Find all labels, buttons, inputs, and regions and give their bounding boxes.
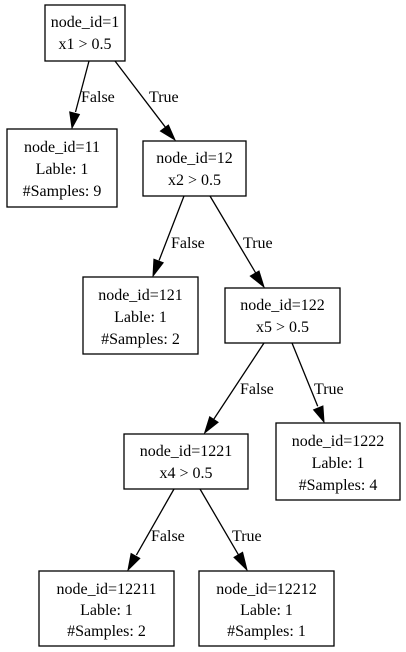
node-box <box>275 422 401 501</box>
edge-1-to-12: True <box>114 60 179 142</box>
edge-122-to-1222: True <box>291 342 344 424</box>
node-12211: node_id=12211 Lable: 1 #Samples: 2 <box>38 570 175 647</box>
node-1: node_id=1 x1 > 0.5 <box>44 4 126 62</box>
node-line: node_id=1222 <box>292 433 385 450</box>
node-12212: node_id=12212 Lable: 1 #Samples: 1 <box>198 570 335 647</box>
node-121: node_id=121 Lable: 1 #Samples: 2 <box>82 276 199 355</box>
edge-line <box>114 60 166 128</box>
node-line: node_id=122 <box>240 297 325 314</box>
edge-line <box>199 488 240 556</box>
node-line: node_id=1221 <box>140 443 233 460</box>
edge-label-false: False <box>240 381 274 398</box>
node-1222: node_id=1222 Lable: 1 #Samples: 4 <box>275 422 401 501</box>
node-box <box>44 4 126 62</box>
node-line: #Samples: 2 <box>101 331 180 348</box>
node-box <box>224 287 341 344</box>
edge-1221-to-12212: True <box>199 488 262 572</box>
arrowhead <box>312 405 325 424</box>
edge-12-to-122: True <box>209 195 273 289</box>
edge-label-true: True <box>232 528 262 545</box>
edge-line <box>209 195 257 274</box>
node-line: Lable: 1 <box>36 161 89 178</box>
node-box <box>123 433 249 490</box>
node-line: Lable: 1 <box>114 309 167 326</box>
node-line: node_id=1 <box>51 14 120 31</box>
edge-label-false: False <box>81 89 115 106</box>
node-box <box>38 570 175 647</box>
node-line: #Samples: 1 <box>227 623 306 640</box>
node-line: x2 > 0.5 <box>168 172 221 189</box>
node-line: x4 > 0.5 <box>159 465 212 482</box>
edge-122-to-1221: False <box>203 342 274 435</box>
node-line: Lable: 1 <box>80 602 133 619</box>
node-line: node_id=12211 <box>57 581 157 598</box>
node-box <box>142 140 247 197</box>
node-line: node_id=121 <box>98 287 183 304</box>
edge-label-true: True <box>314 381 344 398</box>
edge-12-to-121: False <box>152 195 205 278</box>
node-line: node_id=12212 <box>216 581 317 598</box>
edge-label-true: True <box>149 89 179 106</box>
node-line: node_id=11 <box>24 139 100 156</box>
arrowhead <box>127 552 141 572</box>
edge-label-false: False <box>151 528 185 545</box>
node-line: #Samples: 2 <box>67 623 146 640</box>
node-line: Lable: 1 <box>240 602 293 619</box>
node-line: #Samples: 9 <box>23 183 102 200</box>
node-1221: node_id=1221 x4 > 0.5 <box>123 433 249 490</box>
edge-line <box>135 488 175 556</box>
edge-1221-to-12211: False <box>127 488 185 572</box>
edge-label-false: False <box>171 235 205 252</box>
arrowhead <box>159 124 177 142</box>
node-line: Lable: 1 <box>312 455 365 472</box>
arrowhead <box>152 258 165 278</box>
edge-label-true: True <box>243 235 273 252</box>
node-box <box>198 570 335 647</box>
edge-1-to-11: False <box>69 60 115 130</box>
arrowhead <box>69 111 81 130</box>
node-box <box>6 128 118 208</box>
node-line: x1 > 0.5 <box>58 36 111 53</box>
node-122: node_id=122 x5 > 0.5 <box>224 287 341 344</box>
edge-line <box>212 342 265 420</box>
node-line: node_id=12 <box>156 150 233 167</box>
edge-line <box>291 342 319 407</box>
edge-line <box>74 60 90 113</box>
arrowhead <box>233 551 248 572</box>
node-line: #Samples: 4 <box>299 477 378 494</box>
arrowhead <box>249 270 265 289</box>
node-12: node_id=12 x2 > 0.5 <box>142 140 247 197</box>
edge-line <box>158 195 185 261</box>
node-box <box>82 276 199 355</box>
node-line: x5 > 0.5 <box>256 319 309 336</box>
node-11: node_id=11 Lable: 1 #Samples: 9 <box>6 128 118 208</box>
arrowhead <box>203 416 219 435</box>
